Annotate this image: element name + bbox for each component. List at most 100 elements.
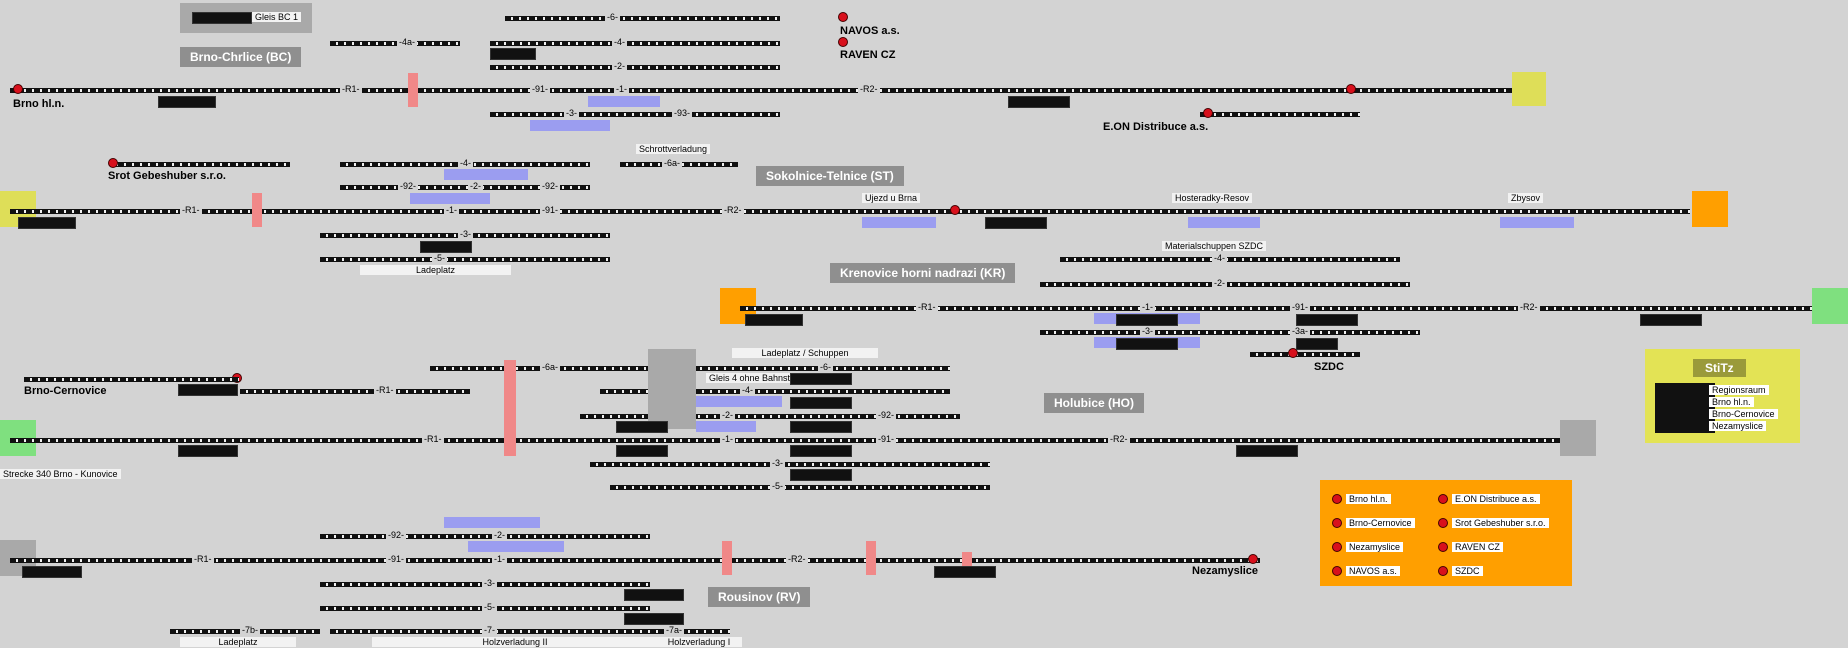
signal-st-east[interactable] [950, 205, 960, 215]
station-st-title[interactable]: Sokolnice-Telnice (ST) [756, 166, 904, 186]
block-ho-2[interactable] [616, 421, 668, 433]
track-bc-6[interactable] [505, 16, 780, 21]
station-bc-title[interactable]: Brno-Chrlice (BC) [180, 47, 302, 67]
track-ho-cernovice[interactable] [24, 377, 239, 382]
track-ho-2[interactable] [580, 414, 960, 419]
track-bc-2[interactable] [490, 65, 780, 70]
track-ho-4[interactable] [600, 389, 950, 394]
signal-st-srot[interactable] [108, 158, 118, 168]
end-st-east[interactable] [1692, 191, 1728, 227]
legend-item[interactable]: SZDC [1438, 566, 1483, 576]
track-label-kr-r1: -R1- [916, 302, 938, 312]
block-bc-5[interactable] [490, 48, 536, 60]
track-label-st-92a: -92- [398, 181, 419, 191]
track-ho-5[interactable] [610, 485, 990, 490]
block-ho-cernovice[interactable] [178, 384, 238, 396]
occupied-st-92 [410, 193, 490, 204]
stitz-title[interactable]: StiTz [1693, 359, 1746, 377]
legend-item[interactable]: Brno hl.n. [1332, 494, 1391, 504]
track-kr-3a[interactable] [1250, 330, 1420, 335]
signal-bc-raven[interactable] [838, 37, 848, 47]
legend-item[interactable]: Brno-Cernovice [1332, 518, 1415, 528]
block-kr-east[interactable] [1640, 314, 1702, 326]
track-st-main[interactable] [10, 209, 1690, 214]
track-label-rv-r1: -R1- [192, 554, 214, 564]
track-st-5[interactable] [320, 257, 610, 262]
station-rv-title[interactable]: Rousinov (RV) [708, 587, 811, 607]
block-ho-92[interactable] [790, 421, 852, 433]
signal-brno-hln[interactable] [13, 84, 23, 94]
block-kr-1[interactable] [1116, 314, 1178, 326]
legend-item[interactable]: Nezamyslice [1332, 542, 1404, 552]
track-ho-6[interactable] [630, 366, 950, 371]
track-bc-3[interactable] [490, 112, 780, 117]
track-label-ho-r2: -R2- [1108, 434, 1130, 444]
station-kr-title[interactable]: Krenovice horni nadrazi (KR) [830, 263, 1016, 283]
track-rv-92[interactable] [320, 534, 650, 539]
end-bc-east[interactable] [1512, 72, 1546, 106]
track-ho-r1-upper[interactable] [240, 389, 470, 394]
station-ho-title[interactable]: Holubice (HO) [1044, 393, 1144, 413]
stitz-item[interactable]: Nezamyslice [1709, 421, 1767, 431]
track-label-kr-3a: -3a- [1290, 326, 1311, 336]
block-ho-1[interactable] [616, 445, 668, 457]
track-rv-7[interactable] [330, 629, 730, 634]
track-rv-main[interactable] [10, 558, 1260, 563]
label-nezamyslice: Nezamyslice [1192, 565, 1259, 577]
legend-item[interactable]: RAVEN CZ [1438, 542, 1503, 552]
block-st-west[interactable] [18, 217, 76, 229]
block-ho-east[interactable] [1236, 445, 1298, 457]
block-ho-3[interactable] [790, 469, 852, 481]
block-kr-west[interactable] [745, 314, 803, 326]
end-kr-east[interactable] [1812, 288, 1848, 324]
track-kr-main[interactable] [740, 306, 1830, 311]
block-ho-6[interactable] [790, 373, 852, 385]
block-bc-east[interactable] [1008, 96, 1070, 108]
block-st-3[interactable] [420, 241, 472, 253]
block-ho-91[interactable] [790, 445, 852, 457]
track-kr-szdc[interactable] [1250, 352, 1360, 357]
label-navos: NAVOS a.s. [840, 25, 900, 37]
route-rv-3 [962, 552, 972, 576]
end-ho-east[interactable] [1560, 420, 1596, 456]
track-kr-4[interactable] [1060, 257, 1400, 262]
track-bc-4a[interactable] [330, 41, 460, 46]
signal-bc-eon[interactable] [1203, 108, 1213, 118]
stitz-item[interactable]: Regionsraum [1709, 385, 1769, 395]
legend-item[interactable]: Srot Gebeshuber s.r.o. [1438, 518, 1549, 528]
track-ho-6a[interactable] [430, 366, 630, 371]
stitz-item[interactable]: Brno hl.n. [1709, 397, 1754, 407]
block-rv-3[interactable] [624, 589, 684, 601]
block-kr-3a[interactable] [1296, 338, 1338, 350]
signal-rv-nezamyslice[interactable] [1248, 554, 1258, 564]
track-bc-eon[interactable] [1200, 112, 1360, 117]
gleis-bc1-block[interactable] [192, 12, 252, 24]
track-st-srot[interactable] [110, 162, 290, 167]
tag-ladeplatz-schuppen: Ladeplatz / Schuppen [732, 348, 878, 358]
block-st-east[interactable] [985, 217, 1047, 229]
block-kr-91[interactable] [1296, 314, 1358, 326]
legend-item[interactable]: E.ON Distribuce a.s. [1438, 494, 1540, 504]
block-ho-west[interactable] [178, 445, 238, 457]
track-label-rv-7b: -7b- [240, 625, 261, 635]
stitz-item[interactable]: Brno-Cernovice [1709, 409, 1778, 419]
track-st-2[interactable] [340, 185, 590, 190]
track-ho-3[interactable] [590, 462, 990, 467]
track-label-bc-r1: -R1- [340, 84, 362, 94]
label-eon: E.ON Distribuce a.s. [1103, 121, 1209, 133]
block-kr-3[interactable] [1116, 338, 1178, 350]
legend-item[interactable]: NAVOS a.s. [1332, 566, 1400, 576]
block-bc-west[interactable] [158, 96, 216, 108]
track-label-rv-92: -92- [386, 530, 407, 540]
block-rv-5[interactable] [624, 613, 684, 625]
block-ho-4[interactable] [790, 397, 852, 409]
signal-bc-east[interactable] [1346, 84, 1356, 94]
track-bc-main[interactable] [10, 88, 1530, 93]
track-bc-4[interactable] [490, 41, 780, 46]
signal-kr-szdc[interactable] [1288, 348, 1298, 358]
track-ho-main[interactable] [10, 438, 1590, 443]
signal-bc-navos[interactable] [838, 12, 848, 22]
block-rv-west[interactable] [22, 566, 82, 578]
legend-signal-icon [1332, 542, 1342, 552]
block-rv-east[interactable] [934, 566, 996, 578]
